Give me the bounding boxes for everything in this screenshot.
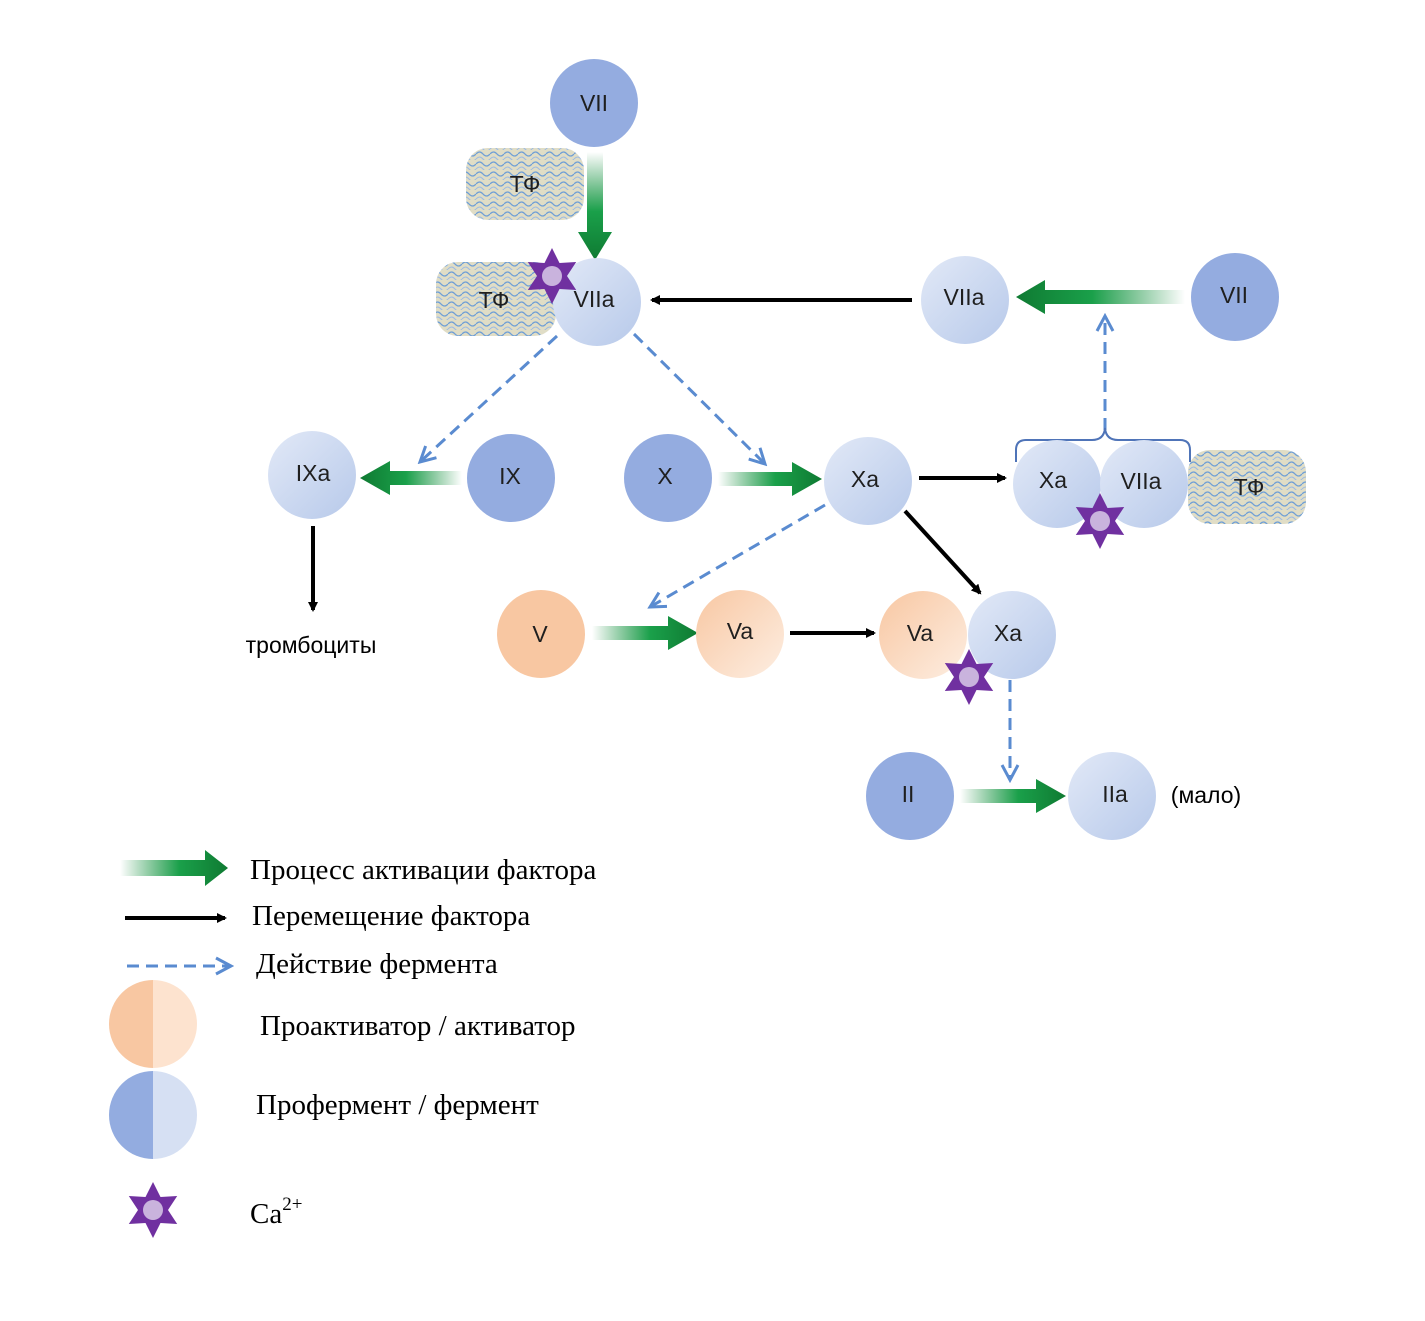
factor-xa-label: Xa — [851, 466, 879, 492]
factor-xa-complex — [1013, 440, 1101, 528]
factor-v-label: V — [532, 621, 548, 647]
factor-xa-prothrombinase-label: Xa — [994, 620, 1022, 646]
factor-viia-complex — [1100, 440, 1188, 528]
complex-brace — [1015, 427, 1191, 462]
little-label: (мало) — [1171, 782, 1241, 808]
legend-movement-label: Перемещение фактора — [252, 900, 530, 932]
legend-activation-label: Процесс активации фактора — [250, 854, 596, 886]
legend-calcium-base: Ca — [250, 1198, 282, 1230]
tissue-factor-top — [466, 148, 584, 220]
enzyme-action-xa-to-v — [650, 503, 826, 607]
factor-v — [497, 590, 585, 678]
proenzyme-legend-icon — [109, 1071, 197, 1159]
factor-va-complex — [879, 591, 967, 679]
factor-ixa-label: IXa — [296, 460, 331, 486]
activation-arrow-v-va — [592, 616, 698, 650]
activation-arrow-ii-iia — [960, 779, 1066, 813]
factor-ix-label: IX — [499, 463, 521, 489]
tissue-factor-top-label: ТФ — [510, 171, 541, 197]
factor-viia-center-label: VIIa — [574, 286, 615, 312]
activation-arrow-x-xa — [718, 462, 822, 496]
factor-vii-right-label: VII — [1220, 282, 1248, 308]
factor-viia-right — [921, 256, 1009, 344]
activation-arrow-vii-viia-right — [1016, 280, 1185, 314]
activation-arrow-ix-ixa — [360, 461, 462, 495]
tissue-factor-mid-label: ТФ — [479, 287, 510, 313]
factor-viia-center — [553, 258, 641, 346]
factor-iia — [1068, 752, 1156, 840]
factor-xa-complex-label: Xa — [1039, 467, 1067, 493]
factor-iia-label: IIa — [1102, 781, 1128, 807]
movement-arrow-xa-prothrombinase — [903, 509, 982, 595]
legend-enzyme-action-label: Действие фермента — [256, 948, 498, 980]
activation-arrow-icon — [120, 850, 228, 886]
factor-va-label: Va — [727, 618, 754, 644]
factor-xa-prothrombinase — [968, 591, 1056, 679]
legend-calcium-label: Ca2+ — [250, 1194, 302, 1230]
activation-arrow-vii-viia — [578, 152, 612, 260]
legend-proactivator-label: Проактиватор / активатор — [260, 1010, 576, 1042]
factor-vii-right — [1191, 253, 1279, 341]
factor-va — [696, 590, 784, 678]
legend: Процесс активации фактора Перемещение фа… — [109, 850, 596, 1238]
tissue-factor-complex-label: ТФ — [1234, 474, 1265, 500]
legend-calcium-sup: 2+ — [282, 1194, 302, 1215]
factor-vii-top — [550, 59, 638, 147]
calcium-star-icon — [128, 1182, 178, 1238]
factor-viia-complex-label: VIIa — [1121, 468, 1162, 494]
tissue-factor-complex — [1188, 450, 1306, 524]
platelets-label: тромбоциты — [246, 632, 377, 658]
factor-x-label: X — [657, 463, 672, 489]
enzyme-action-viia-to-x — [632, 332, 765, 464]
factor-ixa — [268, 431, 356, 519]
factor-viia-right-label: VIIa — [944, 284, 985, 310]
factor-xa — [824, 437, 912, 525]
legend-proenzyme-label: Профермент / фермент — [256, 1089, 539, 1121]
proactivator-legend-icon — [109, 980, 197, 1068]
factor-ii-label: II — [902, 781, 915, 807]
factor-x — [624, 434, 712, 522]
tissue-factor-mid — [436, 262, 556, 336]
factor-ix — [467, 434, 555, 522]
enzyme-action-viia-to-ix — [420, 334, 559, 462]
factor-vii-top-label: VII — [580, 90, 608, 116]
factor-ii — [866, 752, 954, 840]
factor-va-complex-label: Va — [907, 620, 934, 646]
